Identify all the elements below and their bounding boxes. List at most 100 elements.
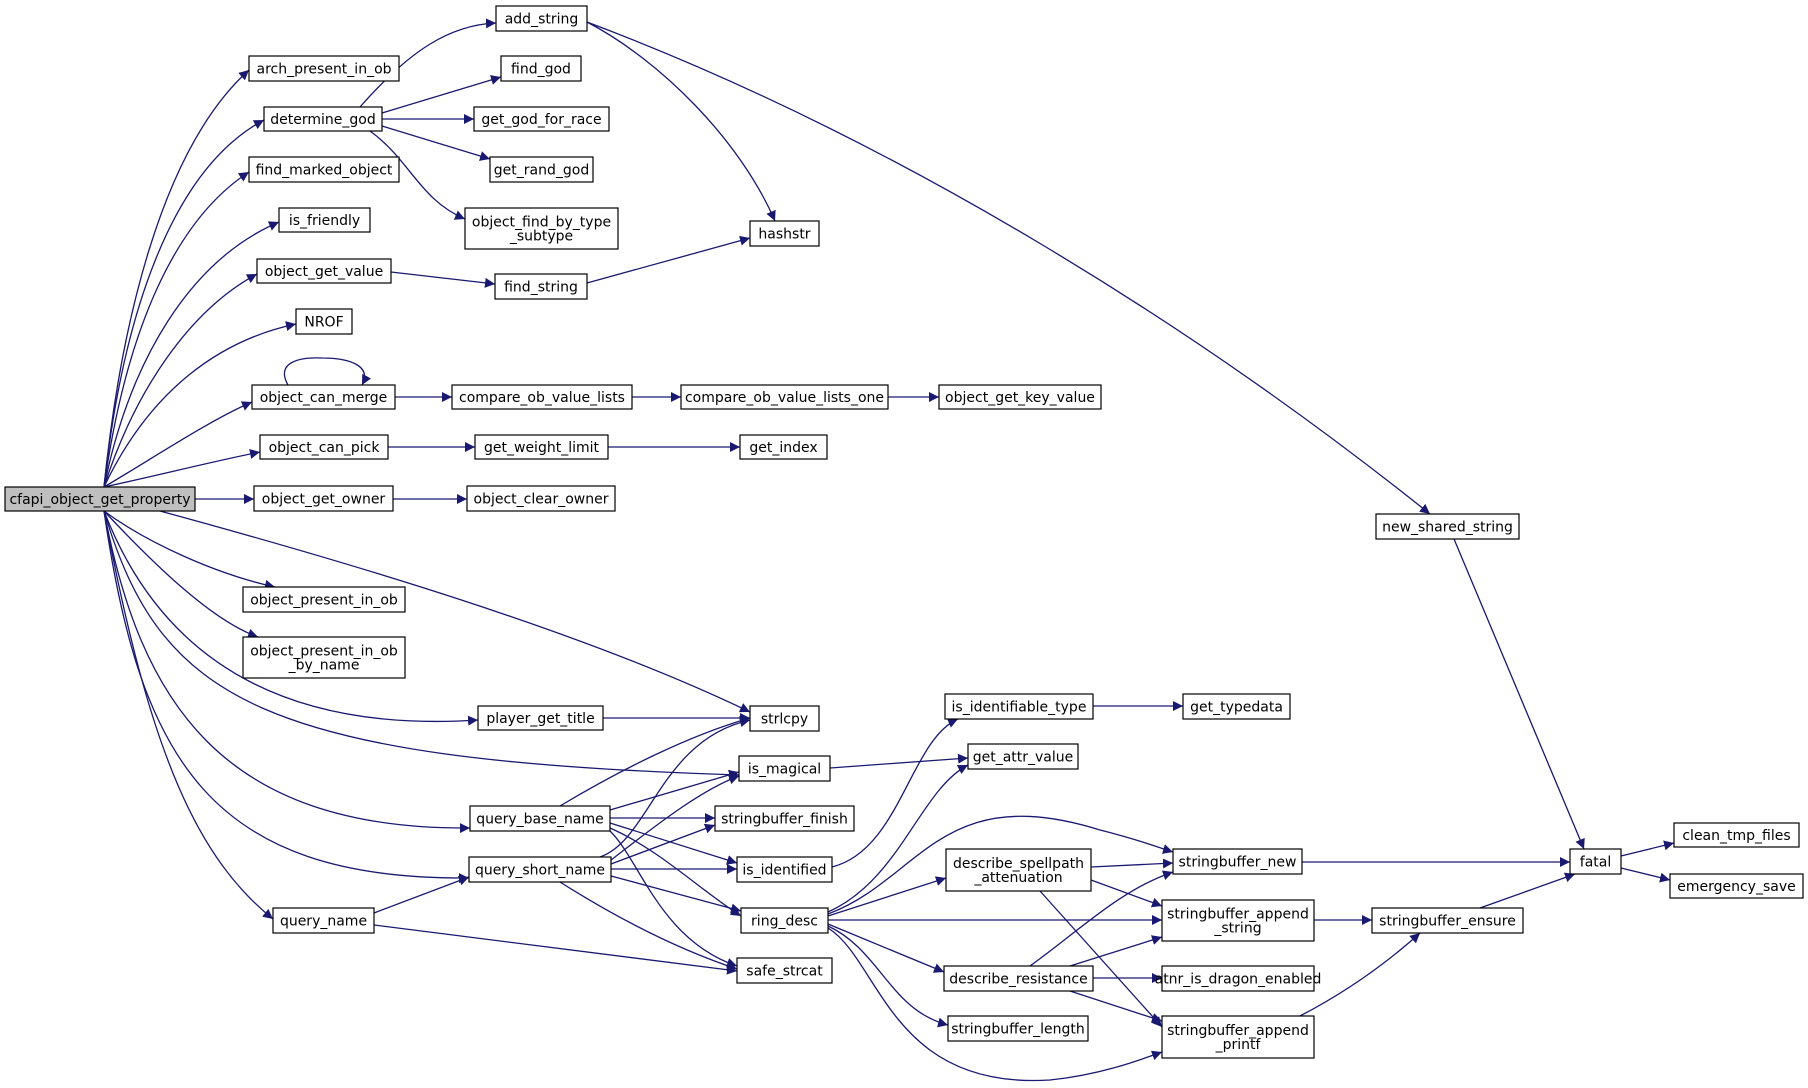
node-label: stringbuffer_finish xyxy=(721,812,848,828)
node-label: determine_god xyxy=(270,112,375,128)
node-get_god_for_race[interactable]: get_god_for_race xyxy=(473,106,610,132)
node-box xyxy=(1375,513,1520,540)
node-label: compare_ob_value_lists xyxy=(459,390,625,406)
node-label: is_identified xyxy=(742,863,826,879)
node-object_get_owner[interactable]: object_get_owner xyxy=(253,485,394,512)
node-label: is_friendly xyxy=(289,213,360,229)
node-emergency_save[interactable]: emergency_save xyxy=(1669,873,1804,899)
node-ring_desc[interactable]: ring_desc xyxy=(740,907,829,934)
node-label: _string xyxy=(1213,921,1261,937)
node-box xyxy=(451,384,633,410)
node-new_shared_string[interactable]: new_shared_string xyxy=(1375,513,1520,540)
node-describe_resistance[interactable]: describe_resistance xyxy=(943,965,1094,992)
node-box xyxy=(256,258,392,284)
node-label: object_find_by_type xyxy=(472,215,611,231)
node-strlcpy[interactable]: strlcpy xyxy=(749,705,820,732)
node-determine_god[interactable]: determine_god xyxy=(263,106,383,132)
edge-is_magical-to-get_attr_value xyxy=(829,753,969,769)
node-box xyxy=(466,485,616,512)
node-arch_present_in_ob[interactable]: arch_present_in_ob xyxy=(248,55,400,82)
node-atnr_is_dragon_enabled[interactable]: atnr_is_dragon_enabled xyxy=(1155,965,1322,992)
edge-ring_desc-to-stringbuffer_length xyxy=(827,925,949,1028)
node-root[interactable]: cfapi_object_get_property xyxy=(4,486,196,512)
node-stringbuffer_finish[interactable]: stringbuffer_finish xyxy=(714,805,855,832)
node-get_weight_limit[interactable]: get_weight_limit xyxy=(474,434,609,460)
node-is_magical[interactable]: is_magical xyxy=(738,755,831,782)
edge-root-to-is_friendly xyxy=(103,221,280,488)
node-find_marked_object[interactable]: find_marked_object xyxy=(248,156,400,183)
node-is_identifiable_type[interactable]: is_identifiable_type xyxy=(944,693,1094,720)
node-box xyxy=(242,636,406,679)
node-object_can_pick[interactable]: object_can_pick xyxy=(259,434,389,460)
node-get_attr_value[interactable]: get_attr_value xyxy=(967,743,1079,770)
edge-root-to-is_magical xyxy=(103,510,740,780)
node-label: atnr_is_dragon_enabled xyxy=(1155,972,1322,988)
edge-root-to-player_get_title xyxy=(103,510,479,726)
edge-root-to-query_base_name xyxy=(103,510,471,834)
node-label: _subtype xyxy=(509,229,573,245)
edge-describe_resistance-to-stringbuffer_append_string xyxy=(1069,935,1163,967)
node-query_name[interactable]: query_name xyxy=(272,907,375,934)
node-NROF[interactable]: NROF xyxy=(295,308,353,335)
node-object_can_merge[interactable]: object_can_merge xyxy=(251,384,396,410)
node-label: find_god xyxy=(511,62,571,78)
edge-ring_desc-to-describe_resistance xyxy=(827,923,945,973)
node-label: object_present_in_ob xyxy=(250,644,398,660)
node-box xyxy=(1172,848,1303,875)
node-box xyxy=(477,705,604,731)
node-find_string[interactable]: find_string xyxy=(494,273,588,300)
node-label: object_present_in_ob xyxy=(250,593,398,609)
node-object_get_key_value[interactable]: object_get_key_value xyxy=(938,384,1102,410)
node-stringbuffer_append_printf[interactable]: stringbuffer_append_printf xyxy=(1161,1015,1315,1059)
node-stringbuffer_ensure[interactable]: stringbuffer_ensure xyxy=(1371,907,1524,934)
node-safe_strcat[interactable]: safe_strcat xyxy=(736,957,833,984)
node-query_base_name[interactable]: query_base_name xyxy=(469,805,611,832)
node-clean_tmp_files[interactable]: clean_tmp_files xyxy=(1673,822,1800,848)
edge-root-to-query_name xyxy=(103,510,274,920)
edge-fatal-to-emergency_save xyxy=(1620,867,1671,883)
node-label: stringbuffer_append xyxy=(1167,907,1309,923)
edge-query_name-to-query_short_name xyxy=(373,875,470,914)
node-object_find_by_type_subtype[interactable]: object_find_by_type_subtype xyxy=(464,207,619,250)
node-object_present_in_ob_by_name[interactable]: object_present_in_ob_by_name xyxy=(242,636,406,679)
node-find_god[interactable]: find_god xyxy=(500,55,582,82)
node-player_get_title[interactable]: player_get_title xyxy=(477,705,604,731)
node-label: stringbuffer_new xyxy=(1179,855,1297,871)
nodes-layer: cfapi_object_get_property arch_present_in… xyxy=(4,5,1804,1059)
node-object_clear_owner[interactable]: object_clear_owner xyxy=(466,485,616,512)
node-stringbuffer_length[interactable]: stringbuffer_length xyxy=(947,1015,1089,1042)
edge-query_short_name-to-strlcpy xyxy=(599,717,751,858)
node-add_string[interactable]: add_string xyxy=(495,5,588,32)
node-query_short_name[interactable]: query_short_name xyxy=(468,856,612,883)
node-compare_ob_value_lists_one[interactable]: compare_ob_value_lists_one xyxy=(680,384,889,410)
node-hashstr[interactable]: hashstr xyxy=(749,220,820,247)
edge-query_base_name-to-safe_strcat xyxy=(609,830,738,968)
node-object_present_in_ob[interactable]: object_present_in_ob xyxy=(242,586,406,613)
edge-determine_god-to-add_string xyxy=(359,18,497,108)
node-compare_ob_value_lists[interactable]: compare_ob_value_lists xyxy=(451,384,633,410)
node-box xyxy=(1161,899,1315,942)
node-box xyxy=(248,55,400,82)
node-box xyxy=(494,273,588,300)
node-box xyxy=(738,755,831,782)
node-label: _printf xyxy=(1215,1037,1262,1053)
node-fatal[interactable]: fatal xyxy=(1569,848,1622,875)
node-stringbuffer_append_string[interactable]: stringbuffer_append_string xyxy=(1161,899,1315,942)
edge-query_name-to-safe_strcat xyxy=(373,924,738,975)
node-object_get_value[interactable]: object_get_value xyxy=(256,258,392,284)
node-box xyxy=(1673,822,1800,848)
edge-determine_god-to-find_god xyxy=(381,75,502,114)
node-get_typedata[interactable]: get_typedata xyxy=(1182,693,1291,720)
node-is_friendly[interactable]: is_friendly xyxy=(278,207,371,233)
node-describe_spellpath_attenuation[interactable]: describe_spellpath_attenuation xyxy=(945,848,1092,892)
node-get_rand_god[interactable]: get_rand_god xyxy=(489,156,594,183)
node-label: strlcpy xyxy=(761,712,808,728)
edge-is_identified-to-is_identifiable_type xyxy=(831,718,959,868)
node-box xyxy=(1569,848,1622,875)
node-get_index[interactable]: get_index xyxy=(739,434,828,460)
node-label: safe_strcat xyxy=(746,964,823,980)
node-stringbuffer_new[interactable]: stringbuffer_new xyxy=(1172,848,1303,875)
node-is_identified[interactable]: is_identified xyxy=(736,856,833,883)
node-label: NROF xyxy=(304,315,343,331)
